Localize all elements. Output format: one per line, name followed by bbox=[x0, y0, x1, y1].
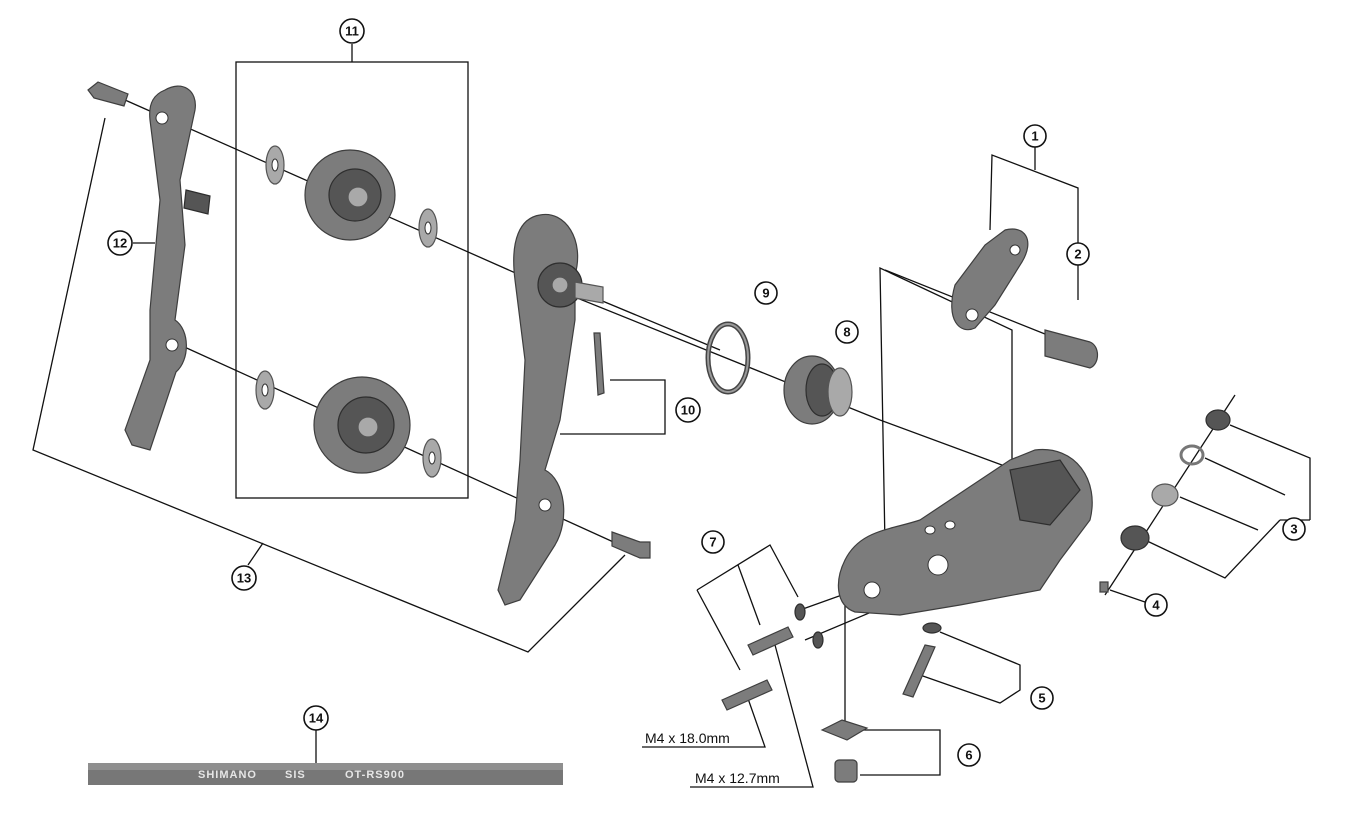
lower-pulley bbox=[313, 376, 411, 474]
cable-fixing-parts-part-3 bbox=[1120, 409, 1231, 551]
callout-3: 3 bbox=[1282, 517, 1306, 541]
dimension-long-bolt: M4 x 18.0mm bbox=[645, 730, 730, 746]
callout-8-label: 8 bbox=[843, 325, 850, 340]
inner-plate bbox=[497, 213, 604, 606]
cable-brand-text: SHIMANO bbox=[198, 769, 257, 781]
callout-7: 7 bbox=[701, 530, 725, 554]
callout-12: 12 bbox=[107, 230, 133, 256]
callout-7-label: 7 bbox=[709, 535, 716, 550]
adjusting-bolt-part-5 bbox=[902, 622, 942, 698]
callout-2: 2 bbox=[1066, 242, 1090, 266]
bracket-lines bbox=[32, 44, 1311, 788]
callout-6-label: 6 bbox=[965, 748, 972, 763]
set-screw-part-4 bbox=[1099, 581, 1109, 593]
callout-8: 8 bbox=[835, 320, 859, 344]
rd-main-body bbox=[837, 448, 1093, 616]
adapter-part-6 bbox=[820, 719, 869, 783]
callout-11: 11 bbox=[339, 18, 365, 44]
callout-14: 14 bbox=[303, 705, 329, 731]
b-tension-screw-part-2 bbox=[1044, 329, 1099, 369]
cable-series-text: SIS bbox=[285, 769, 306, 781]
dimension-short-bolt: M4 x 12.7mm bbox=[695, 770, 780, 786]
spring-part-8 bbox=[783, 355, 853, 425]
callout-6: 6 bbox=[957, 743, 981, 767]
callout-2-label: 2 bbox=[1074, 247, 1081, 262]
callout-13-label: 13 bbox=[237, 571, 251, 586]
bracket-axle-unit-part-1 bbox=[951, 228, 1029, 331]
callout-4-label: 4 bbox=[1152, 598, 1160, 613]
callout-14-label: 14 bbox=[309, 711, 324, 726]
callout-10: 10 bbox=[675, 397, 701, 423]
callout-12-label: 12 bbox=[113, 236, 127, 251]
stopper-ring-part-9 bbox=[705, 321, 751, 395]
callout-9: 9 bbox=[754, 281, 778, 305]
callout-9-label: 9 bbox=[762, 286, 769, 301]
callout-11-label: 11 bbox=[345, 24, 359, 39]
callout-10-label: 10 bbox=[681, 403, 695, 418]
adjust-bolts-part-7 bbox=[721, 603, 824, 711]
pulley-bolt-top bbox=[87, 81, 129, 107]
pulley-bolt-bottom bbox=[611, 531, 651, 559]
inner-cable-part-14: SHIMANO SIS OT-RS900 bbox=[88, 730, 563, 785]
washers-upper bbox=[265, 145, 438, 248]
callout-5-label: 5 bbox=[1038, 691, 1045, 706]
stop-pin-part-10 bbox=[593, 332, 605, 396]
outer-plate-part-12 bbox=[124, 85, 211, 451]
callout-13: 13 bbox=[231, 565, 257, 591]
upper-pulley bbox=[304, 149, 396, 241]
callout-1-label: 1 bbox=[1031, 129, 1038, 144]
cable-model-text: OT-RS900 bbox=[345, 769, 405, 781]
washers-lower bbox=[255, 370, 442, 478]
callout-3-label: 3 bbox=[1290, 522, 1297, 537]
callout-4: 4 bbox=[1144, 593, 1168, 617]
callout-1: 1 bbox=[1023, 124, 1047, 148]
callout-5: 5 bbox=[1030, 686, 1054, 710]
